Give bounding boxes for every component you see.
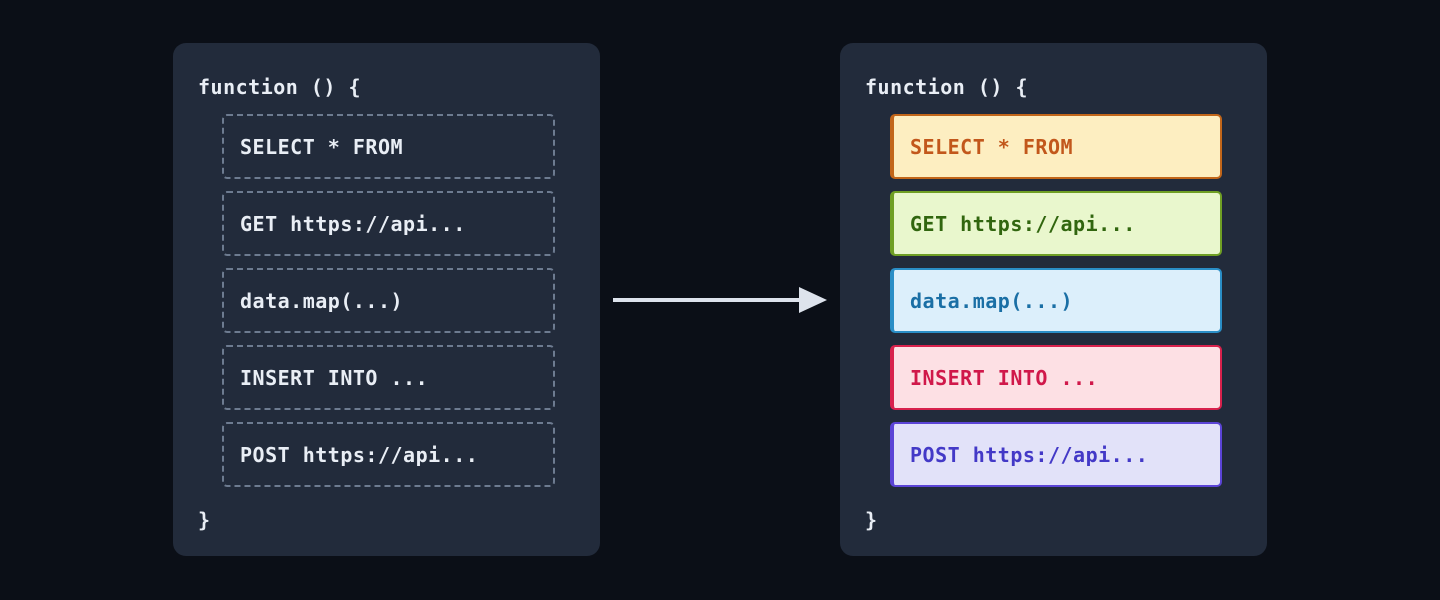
- statement-row-http-get[interactable]: GET https://api...: [890, 191, 1222, 256]
- statement-row[interactable]: SELECT * FROM: [222, 114, 555, 179]
- statement-label: data.map(...): [910, 288, 1074, 313]
- statement-label: INSERT INTO ...: [910, 365, 1099, 390]
- statement-row[interactable]: GET https://api...: [222, 191, 555, 256]
- statement-label: GET https://api...: [240, 211, 466, 236]
- statement-label: INSERT INTO ...: [240, 365, 429, 390]
- statement-row-sql-insert[interactable]: INSERT INTO ...: [890, 345, 1222, 410]
- statement-row-http-post[interactable]: POST https://api...: [890, 422, 1222, 487]
- statement-label: POST https://api...: [910, 442, 1149, 467]
- unclassified-code-panel: function () { SELECT * FROM GET https://…: [173, 43, 600, 556]
- statement-label: GET https://api...: [910, 211, 1136, 236]
- statement-list-after: SELECT * FROM GET https://api... data.ma…: [890, 114, 1222, 487]
- panel-header-before: function () {: [198, 75, 362, 99]
- panel-footer-before: }: [198, 508, 211, 532]
- arrow-head: [799, 287, 827, 313]
- panel-header-after: function () {: [865, 75, 1029, 99]
- statement-row-data-map[interactable]: data.map(...): [890, 268, 1222, 333]
- statement-list-before: SELECT * FROM GET https://api... data.ma…: [222, 114, 555, 487]
- classified-code-panel: function () { SELECT * FROM GET https://…: [840, 43, 1267, 556]
- statement-label: POST https://api...: [240, 442, 479, 467]
- statement-row[interactable]: POST https://api...: [222, 422, 555, 487]
- statement-row[interactable]: INSERT INTO ...: [222, 345, 555, 410]
- statement-label: data.map(...): [240, 288, 404, 313]
- statement-label: SELECT * FROM: [910, 134, 1074, 159]
- transform-arrow: [613, 287, 827, 313]
- panel-footer-after: }: [865, 508, 878, 532]
- statement-row[interactable]: data.map(...): [222, 268, 555, 333]
- statement-label: SELECT * FROM: [240, 134, 404, 159]
- statement-row-sql-select[interactable]: SELECT * FROM: [890, 114, 1222, 179]
